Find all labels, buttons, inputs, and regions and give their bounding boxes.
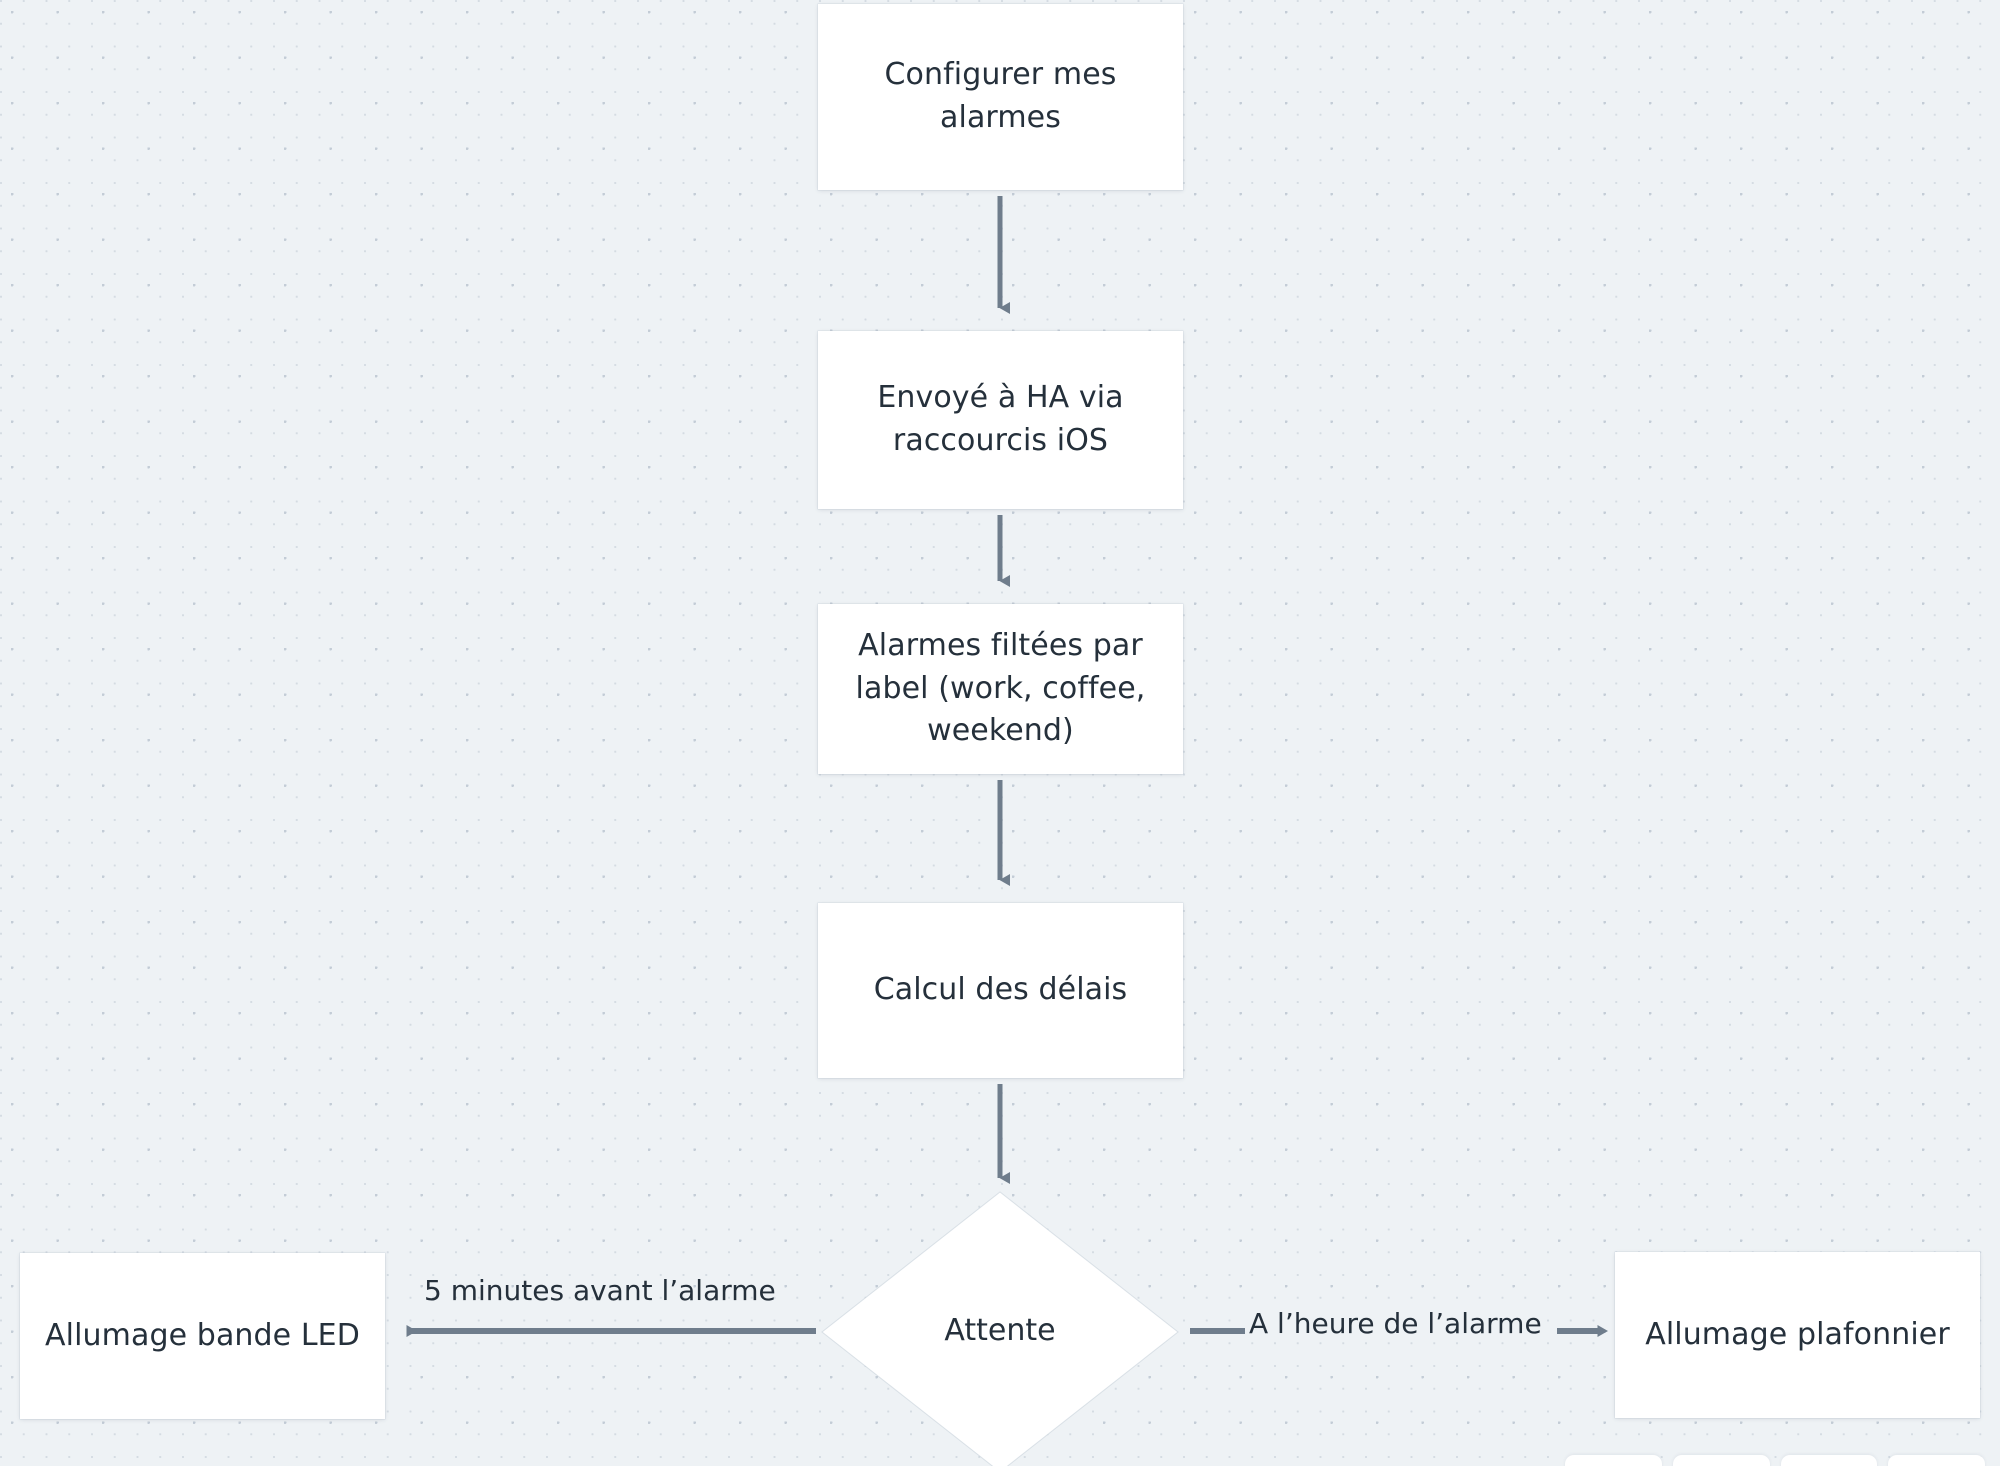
toolbar-button-2[interactable] [1672, 1455, 1770, 1466]
node-label: Allumage plafonnier [1645, 1316, 1950, 1352]
node-label: Configurer mes alarmes [884, 57, 1117, 135]
toolbar-button-4[interactable] [1888, 1455, 1985, 1466]
node-label: Envoyé à HA via raccourcis iOS [877, 380, 1124, 458]
node-envoye-a-ha-via-raccourcis-ios[interactable]: Envoyé à HA via raccourcis iOS [818, 331, 1183, 509]
bottom-toolbar[interactable] [1565, 1455, 1985, 1466]
edge-label-5-minutes-avant-alarme: 5 minutes avant l’alarme [424, 1274, 776, 1307]
node-allumage-bande-led[interactable]: Allumage bande LED [20, 1253, 385, 1419]
node-configurer-mes-alarmes[interactable]: Configurer mes alarmes [818, 4, 1183, 190]
node-attente-decision[interactable]: Attente [820, 1190, 1180, 1466]
node-allumage-plafonnier[interactable]: Allumage plafonnier [1615, 1252, 1980, 1418]
node-calcul-des-delais[interactable]: Calcul des délais [818, 903, 1183, 1078]
toolbar-button-3[interactable] [1780, 1455, 1878, 1466]
node-label: Allumage bande LED [45, 1317, 360, 1353]
node-label: Calcul des délais [873, 972, 1128, 1008]
toolbar-button-1[interactable] [1565, 1455, 1662, 1466]
edge-label-a-l-heure-de-l-alarme: A l’heure de l’alarme [1245, 1306, 1546, 1343]
diamond-shape [821, 1191, 1179, 1466]
node-label: Alarmes filtées par label (work, coffee,… [855, 628, 1146, 749]
node-label: Attente [944, 1312, 1056, 1348]
node-alarmes-filtrees-par-label[interactable]: Alarmes filtées par label (work, coffee,… [818, 604, 1183, 774]
